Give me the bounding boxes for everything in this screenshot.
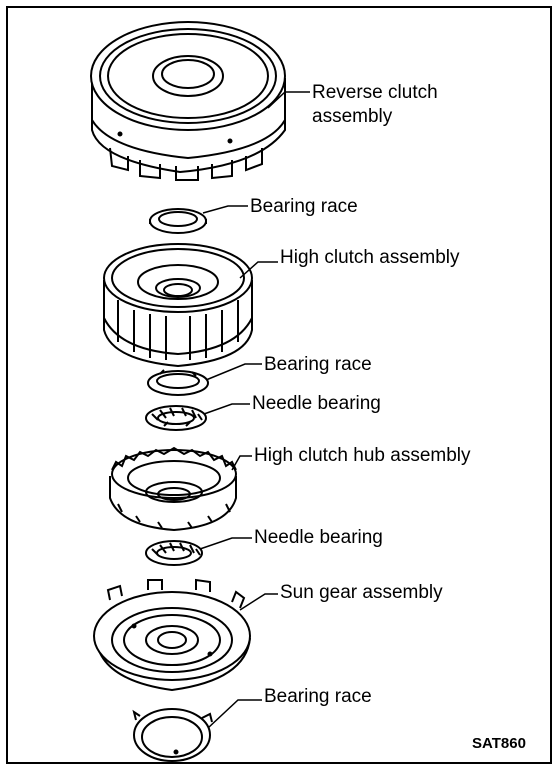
- bearing-race-1: [149, 208, 207, 234]
- label-bearing-race-3: Bearing race: [264, 686, 372, 707]
- needle-bearing-1: [145, 405, 207, 431]
- bearing-race-3: [132, 708, 213, 762]
- label-reverse-clutch-line1: Reverse clutch: [312, 82, 438, 103]
- label-bearing-race-2: Bearing race: [264, 354, 372, 375]
- high-clutch-assembly: [103, 243, 253, 368]
- bearing-race-2: [147, 369, 209, 396]
- label-needle-bearing-1: Needle bearing: [252, 393, 381, 414]
- sun-gear-assembly: [93, 578, 251, 692]
- needle-bearing-2: [145, 540, 203, 566]
- label-high-clutch-assembly: High clutch assembly: [280, 247, 460, 268]
- leader-lines: [199, 91, 310, 729]
- figure-code: SAT860: [472, 735, 526, 752]
- high-clutch-hub-assembly: [109, 446, 237, 532]
- label-bearing-race-1: Bearing race: [250, 196, 358, 217]
- label-reverse-clutch-line2: assembly: [312, 106, 393, 127]
- reverse-clutch-assembly: [90, 21, 286, 181]
- label-needle-bearing-2: Needle bearing: [254, 527, 383, 548]
- label-high-clutch-hub-assembly: High clutch hub assembly: [254, 445, 471, 466]
- label-sun-gear-assembly: Sun gear assembly: [280, 582, 443, 603]
